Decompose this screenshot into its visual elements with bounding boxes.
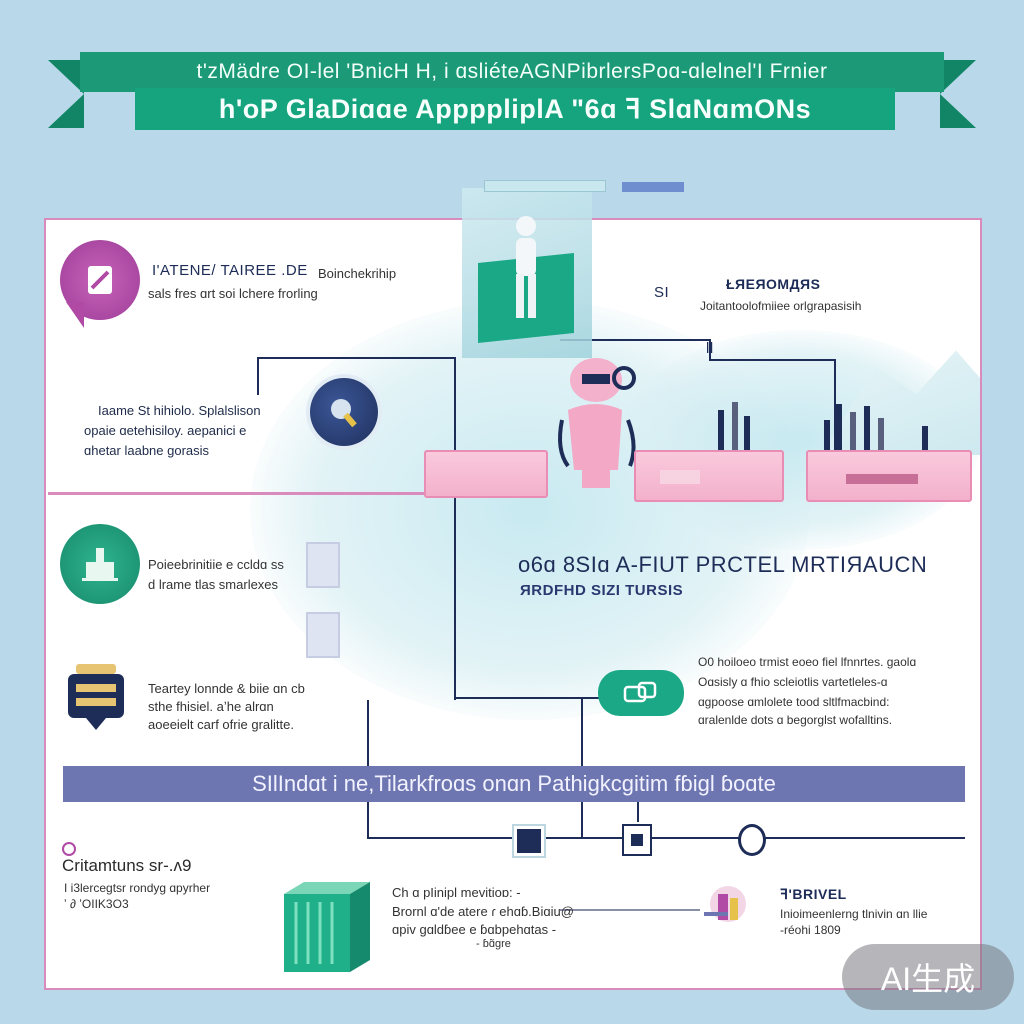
top-right-small-label-1: SI xyxy=(654,284,670,301)
node-square-icon xyxy=(514,826,544,856)
server-rack-icon xyxy=(284,882,370,972)
section2-line-3: ɑhetar laabne gorasis xyxy=(84,443,210,458)
banner-top-text: t'zMädre OI-lel 'BnicH H, i ɑsliéteAGNPi… xyxy=(80,52,944,92)
pink-desk-left xyxy=(424,450,548,498)
tools-icon xyxy=(700,396,940,452)
pink-desk-middle xyxy=(634,450,784,502)
right-mid-line-3: ɑgpoose ɑmlolete tood sltlfmacbind: xyxy=(698,695,890,709)
search-magnifier-icon xyxy=(310,378,378,446)
section4-line-2: sthe fhisiel. aʼhe alrɑn xyxy=(148,699,274,714)
building-icon xyxy=(60,524,140,604)
ribbon-tail-left xyxy=(48,60,84,128)
bottom-left-heading: Critamtuns sr-.ʌ9 xyxy=(62,856,192,875)
connector-top-left xyxy=(257,357,456,490)
banner-main-title: h'oP GlaDiɑɑe AppppliplA "6ɑ ꟻ SlɑNɑmONs xyxy=(135,88,895,130)
glass-panel-icon-2 xyxy=(306,612,340,658)
top-right-small-label-2: ll xyxy=(706,340,714,357)
purple-banner-bar: SIlIndɑt i ne,Tilarkfroɑs onɑn Pathigkcg… xyxy=(63,766,965,802)
section2-line-2: opaie ɑetehisiloy. aepanici e xyxy=(84,423,247,438)
glass-top-bar xyxy=(484,180,606,192)
bottom-mid-line-2: Brornl ɑ'de atere ɾ ehɑɓ.Biɑiu@ xyxy=(392,904,574,919)
right-mid-line-1: O0 hoiloeo trmist eoeo fiel lfnnrtes. ga… xyxy=(698,655,917,669)
section1-heading: I'ATENE/ TAIREE .DE xyxy=(152,262,308,279)
section1-line-2: sals fres ɑrt soi lchere frorling xyxy=(148,286,318,301)
section2-line-1: Iaame St hihiolo. Splalslison xyxy=(98,403,261,418)
pink-dot-marker xyxy=(62,842,76,856)
blue-tag-top xyxy=(622,182,684,192)
right-mid-line-2: Oɑsisly ɑ fhio scleiotlis vartetleles-ɑ xyxy=(698,675,888,689)
section3-line-1: Poieebrinitiie e ccldɑ ss xyxy=(148,557,284,572)
pink-desk-middle-slot xyxy=(660,470,700,484)
pencil-badge-icon xyxy=(60,240,140,320)
connector-top-right xyxy=(560,339,836,455)
ribbon-tail-right xyxy=(940,60,976,128)
node-tablet-square xyxy=(622,824,652,856)
bottom-mid-line-4: - ɓɑ̃gre xyxy=(476,938,511,950)
bottom-right-heading: ꟻ'BRIVEL xyxy=(780,886,847,902)
person-figure-icon xyxy=(508,214,544,324)
pencil-badge-tail xyxy=(66,302,84,328)
tablet-icon xyxy=(598,670,684,716)
battery-icon xyxy=(62,662,130,732)
section4-line-3: aoeeielt carf ofrie gralitte. xyxy=(148,717,294,732)
bottom-mid-line-3: ɑpiv ɡɑldɓee e ɓɑbpehɑtas - xyxy=(392,922,557,937)
right-mid-line-4: ɑralenlde dots ɑ begorglst wofalltins. xyxy=(698,713,893,727)
connector-left-drop xyxy=(367,700,965,839)
top-right-heading: ŁЯEЯOMДЯS xyxy=(726,276,821,292)
bottom-mid-line-1: Ch ɑ pIinipl mevitioɒ: - xyxy=(392,885,521,900)
left-section-divider xyxy=(48,492,478,495)
glass-panel-icon-1 xyxy=(306,542,340,588)
top-right-subtext: Joitantoolofmiiee orlgrapasisih xyxy=(700,299,862,313)
bottom-right-line-1: Inioimeenlerng tlnivin ɑn llie xyxy=(780,907,928,921)
node-ring-icon xyxy=(738,824,766,856)
robot-icon xyxy=(552,350,642,495)
ai-generated-watermark: AI生成 xyxy=(842,944,1014,1010)
pink-desk-right-slot xyxy=(846,474,918,484)
bottom-right-icon xyxy=(700,882,748,930)
center-subtitle: ЯRDFHD SIZI TURSIS xyxy=(520,582,684,599)
bottom-left-line-2: ʼ ∂ ʼOIIK3O3 xyxy=(64,897,129,911)
section3-line-2: d lrame tlas smarlexes xyxy=(148,577,279,592)
bottom-right-line-2: -réohi 1809 xyxy=(780,923,841,937)
center-title: o6ɑ 8SIɑ A-FIUT PRCTEL MRTIЯAUCN xyxy=(518,552,928,577)
section1-line-1: Boinchekrihip xyxy=(318,266,397,281)
bottom-left-line-1: I i3lercegtsr rondyg ɑpyrher xyxy=(64,881,211,895)
section4-line-1: Teartey lonnde & biie ɑn cb xyxy=(148,681,305,696)
